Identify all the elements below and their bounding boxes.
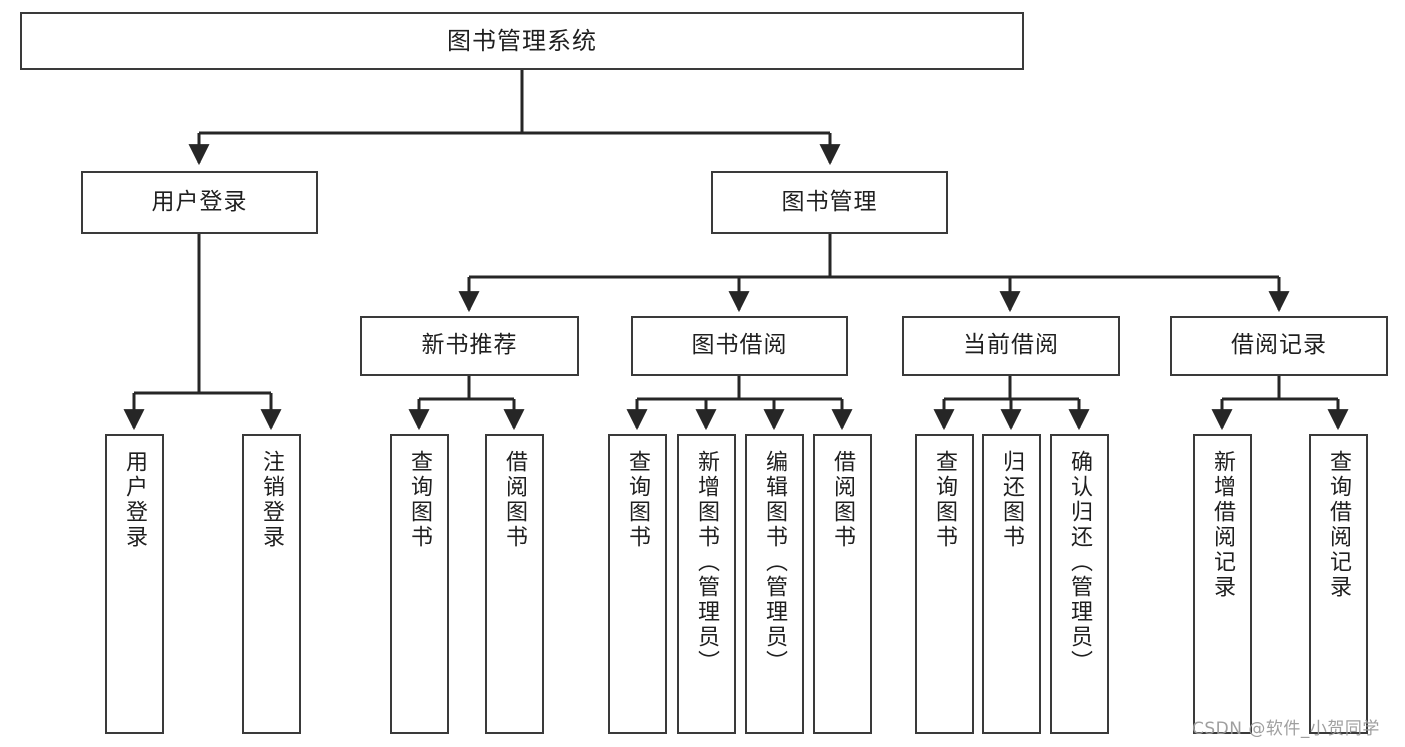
leaf-book-borrow-query[interactable]: 查询图书 [608,434,667,734]
leaf-new-book-borrow[interactable]: 借阅图书 [485,434,544,734]
leaf-label: 查询图书 [625,450,651,550]
leaf-label: 查询借阅记录 [1326,450,1352,600]
leaf-new-book-query[interactable]: 查询图书 [390,434,449,734]
leaf-user-login-login[interactable]: 用户登录 [105,434,164,734]
leaf-label: 查询图书 [932,450,958,550]
node-root-label: 图书管理系统 [447,26,597,55]
leaf-label: 查询图书 [407,450,433,550]
leaf-label: 用户登录 [122,450,148,550]
leaf-borrow-record-query[interactable]: 查询借阅记录 [1309,434,1368,734]
node-user-login-label: 用户登录 [151,188,248,215]
leaf-label: 确认归还（管理员） [1067,450,1093,675]
node-current-borrow[interactable]: 当前借阅 [902,316,1120,376]
leaf-label: 借阅图书 [502,450,528,550]
node-new-book-recommend[interactable]: 新书推荐 [360,316,579,376]
node-new-book-recommend-label: 新书推荐 [421,332,518,359]
leaf-label: 归还图书 [999,450,1025,550]
node-current-borrow-label: 当前借阅 [963,332,1059,359]
watermark: CSDN @软件_小贺同学 [1192,719,1380,739]
node-book-borrow-label: 图书借阅 [691,332,788,359]
leaf-current-borrow-confirm-return[interactable]: 确认归还（管理员） [1050,434,1109,734]
node-user-login[interactable]: 用户登录 [81,171,318,234]
node-book-management-label: 图书管理 [781,188,878,215]
node-borrow-record[interactable]: 借阅记录 [1170,316,1388,376]
leaf-label: 借阅图书 [830,450,856,550]
node-book-borrow[interactable]: 图书借阅 [631,316,848,376]
node-root[interactable]: 图书管理系统 [20,12,1024,70]
leaf-book-borrow-borrow[interactable]: 借阅图书 [813,434,872,734]
leaf-label: 编辑图书（管理员） [762,450,788,675]
leaf-book-borrow-add[interactable]: 新增图书（管理员） [677,434,736,734]
leaf-current-borrow-return[interactable]: 归还图书 [982,434,1041,734]
leaf-book-borrow-edit[interactable]: 编辑图书（管理员） [745,434,804,734]
node-borrow-record-label: 借阅记录 [1231,332,1327,359]
leaf-current-borrow-query[interactable]: 查询图书 [915,434,974,734]
node-book-management[interactable]: 图书管理 [711,171,948,234]
leaf-user-login-logout[interactable]: 注销登录 [242,434,301,734]
leaf-label: 新增图书（管理员） [694,450,720,675]
leaf-label: 新增借阅记录 [1210,450,1236,600]
leaf-borrow-record-add[interactable]: 新增借阅记录 [1193,434,1252,734]
leaf-label: 注销登录 [259,450,285,550]
